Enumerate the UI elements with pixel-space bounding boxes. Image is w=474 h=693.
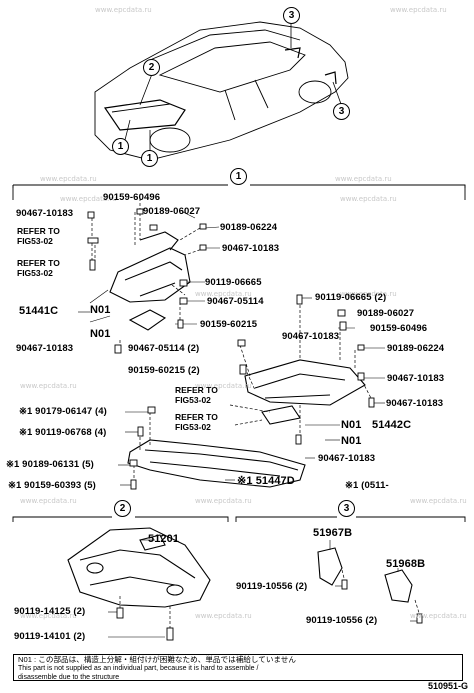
part-label: 90119-14125 (2): [14, 606, 86, 617]
part-label: 90159-60215: [200, 319, 258, 330]
part-label: ※1 90189-06131 (5): [6, 459, 94, 470]
watermark: www.epcdata.ru: [20, 497, 77, 505]
part-label: 51441C: [19, 305, 59, 317]
group-1-header: 1: [230, 168, 247, 185]
callout-1: 1: [141, 150, 158, 167]
group-3-frame: [235, 516, 466, 522]
part-label: 90467-10183: [387, 373, 445, 384]
part-label: 51201: [148, 533, 180, 545]
watermark: www.epcdata.ru: [195, 382, 252, 390]
part-label: 90159-60496: [103, 192, 161, 203]
part-label: 51967B: [313, 527, 353, 539]
part-label: 90189-06224: [220, 222, 278, 233]
watermark: www.epcdata.ru: [340, 195, 397, 203]
part-label: N01: [90, 328, 111, 340]
watermark: www.epcdata.ru: [335, 175, 392, 183]
engine-under-cover-left: [109, 231, 191, 331]
callout-1: 1: [112, 138, 129, 155]
part-label: ※1 90119-06768 (4): [19, 427, 107, 438]
part-label: 90467-05114 (2): [128, 343, 200, 354]
part-label: ※1 90159-60393 (5): [8, 480, 96, 491]
part-label: 90119-14101 (2): [14, 631, 86, 642]
watermark: www.epcdata.ru: [410, 497, 467, 505]
footnote: N01 : この部品は、構造上分解・組付けが困難なため、単品では補給していません…: [13, 654, 463, 681]
fasteners-group-1: [87, 208, 375, 490]
part-label: 51968B: [386, 558, 426, 570]
part-label: 90119-06665 (2): [315, 292, 387, 303]
part-label: 90467-10183: [318, 453, 376, 464]
figure-code: 510951-G: [427, 681, 468, 691]
watermark: www.epcdata.ru: [40, 175, 97, 183]
part-label: 90467-05114: [207, 296, 264, 307]
footnote-jp: N01 : この部品は、構造上分解・組付けが困難なため、単品では補給していません: [18, 655, 296, 664]
front-suspension-crossmember: [67, 527, 211, 608]
part-label: 90189-06027: [357, 308, 415, 319]
part-label: 90159-60215 (2): [128, 365, 200, 376]
part-label: 90119-10556 (2): [236, 581, 308, 592]
watermark: www.epcdata.ru: [340, 290, 397, 298]
footnote-en: This part is not supplied as an individu…: [18, 664, 259, 672]
part-label: N01: [341, 435, 362, 447]
part-label: 90119-06665: [205, 277, 262, 288]
watermark: www.epcdata.ru: [20, 612, 77, 620]
part-label: 90189-06224: [387, 343, 445, 354]
watermark: www.epcdata.ru: [60, 195, 117, 203]
watermark: www.epcdata.ru: [95, 6, 152, 14]
group-3-header: 3: [338, 500, 355, 517]
engine-under-cover-right: [244, 359, 366, 425]
callout-2: 2: [143, 59, 160, 76]
watermark: www.epcdata.ru: [195, 612, 252, 620]
watermark: www.epcdata.ru: [390, 6, 447, 14]
part-label: 90467-10183: [16, 208, 74, 219]
footnote-en-2: disassemble due to the structure: [18, 673, 120, 681]
group-2-header: 2: [114, 500, 131, 517]
watermark: www.epcdata.ru: [20, 382, 77, 390]
part-label: ※1 (0511-: [345, 480, 389, 491]
part-label: ※1 90179-06147 (4): [19, 406, 107, 417]
group-2-frame: [12, 516, 229, 522]
callout-3: 3: [283, 7, 300, 24]
part-label: 90159-60496: [370, 323, 428, 334]
car-illustration: [94, 21, 349, 161]
group-1-frame: [12, 184, 466, 188]
part-label: N01: [90, 304, 111, 316]
watermark: www.epcdata.ru: [410, 612, 467, 620]
watermark: www.epcdata.ru: [195, 497, 252, 505]
mudguards: [317, 547, 413, 603]
part-label: 90467-10183: [16, 343, 74, 354]
part-label: 90119-10556 (2): [306, 615, 378, 626]
part-label: 90189-06027: [143, 206, 201, 217]
part-label: 90467-10183: [282, 331, 340, 342]
watermark: www.epcdata.ru: [195, 290, 252, 298]
part-label: 90467-10183: [386, 398, 444, 409]
part-label: N01: [341, 419, 362, 431]
part-label: 51442C: [372, 419, 412, 431]
callout-3: 3: [333, 103, 350, 120]
engine-under-cover-lower: [127, 439, 306, 488]
part-label: ※1 51447D: [237, 475, 295, 487]
part-label: 90467-10183: [222, 243, 280, 254]
